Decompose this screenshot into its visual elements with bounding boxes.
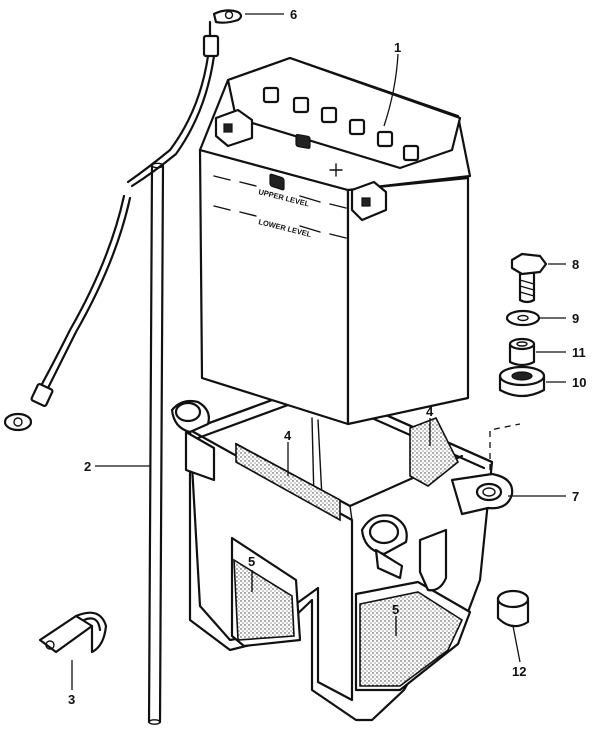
battery-terminals <box>214 108 388 222</box>
battery-cushions <box>233 558 464 687</box>
battery-holder <box>170 382 514 722</box>
cell-caps <box>262 86 420 191</box>
breather-tube <box>147 162 165 725</box>
battery: UPPER LEVEL LOWER LEVEL <box>198 56 472 426</box>
callout-numbers: 6 1 2 3 4 4 5 5 7 8 9 11 10 12 <box>68 7 586 707</box>
callout-12: 12 <box>512 664 526 679</box>
callout-11: 11 <box>572 345 586 360</box>
callout-5-right: 5 <box>392 602 399 617</box>
callout-1: 1 <box>394 40 401 55</box>
callout-10: 10 <box>572 375 586 390</box>
callout-4-left: 4 <box>284 428 292 443</box>
grommet <box>498 365 546 398</box>
spacer <box>508 337 536 367</box>
collar <box>496 589 530 628</box>
bolt <box>510 252 548 304</box>
callout-4-right: 4 <box>426 404 434 419</box>
leader-lines <box>71 13 566 690</box>
callout-7: 7 <box>572 489 579 504</box>
callout-5-left: 5 <box>248 554 255 569</box>
clamp <box>38 611 108 654</box>
callout-8: 8 <box>572 257 579 272</box>
washer <box>505 309 541 327</box>
callout-6: 6 <box>290 7 297 22</box>
callout-9: 9 <box>572 311 579 326</box>
battery-pads <box>235 416 460 522</box>
lead-wire <box>3 9 243 432</box>
callout-3: 3 <box>68 692 75 707</box>
callout-2: 2 <box>84 459 91 474</box>
